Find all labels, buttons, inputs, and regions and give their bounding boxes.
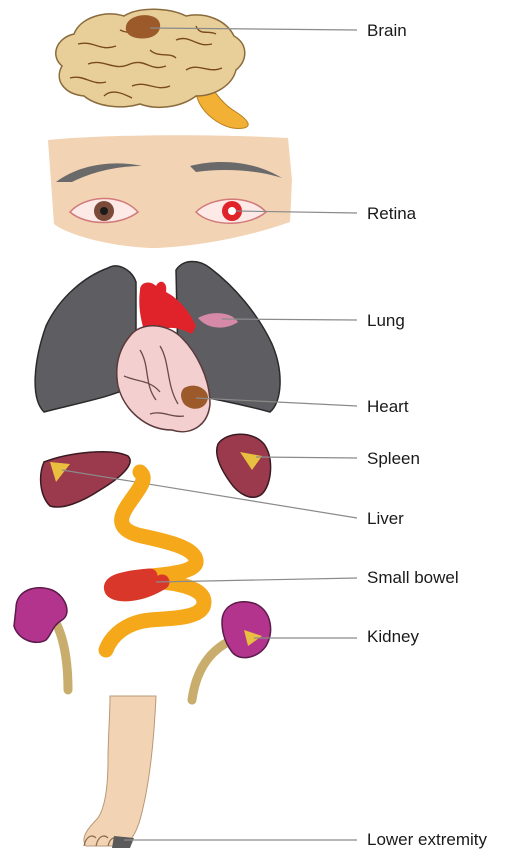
face-skin-shape [48,135,292,248]
label-retina: Retina [367,205,416,222]
label-small-bowel: Small bowel [367,569,459,586]
right-ureter [192,640,232,700]
leg-illustration [84,696,357,848]
kidneys-illustration [14,588,357,700]
bowel-red-segment [111,576,162,594]
leader-line-spleen [256,457,357,458]
label-lower-extremity: Lower extremity [367,831,487,848]
right-kidney [222,602,271,658]
label-brain: Brain [367,22,407,39]
label-liver: Liver [367,510,404,527]
leader-line-liver [62,470,357,518]
label-spleen: Spleen [367,450,420,467]
brain-illustration [56,9,357,128]
spleen-illustration [217,434,357,497]
liver-illustration [41,452,357,518]
label-lung: Lung [367,312,405,329]
bowel-yellow-loops [106,472,204,650]
chest-illustration [35,262,357,432]
leg-shape [84,696,156,846]
label-kidney: Kidney [367,628,419,645]
spleen-shape [217,434,271,497]
left-pupil [100,207,108,215]
label-heart: Heart [367,398,409,415]
right-pupil [228,207,236,215]
eyes-illustration [48,135,357,248]
foot-lesion [112,836,134,848]
